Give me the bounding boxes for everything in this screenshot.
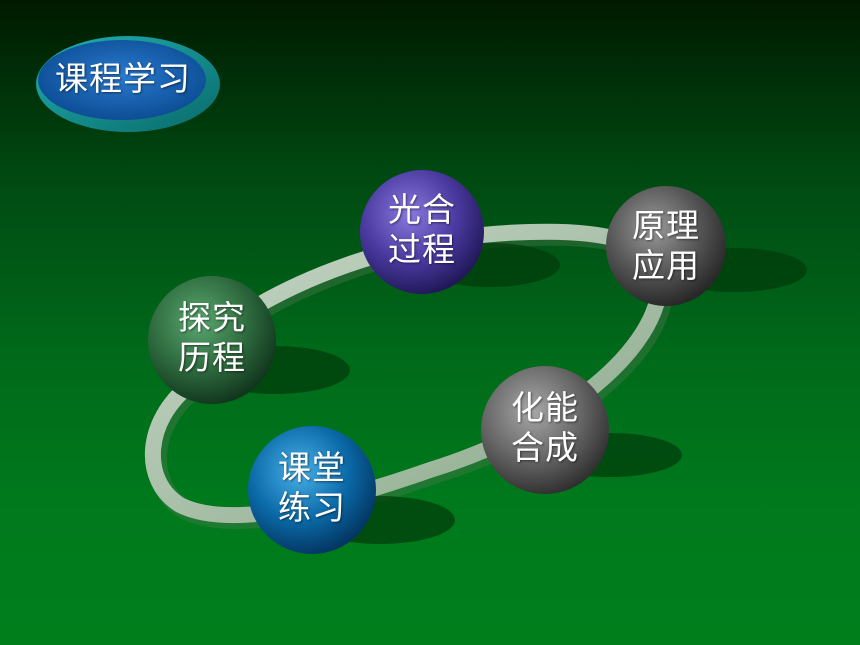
node-label-line: 光合 [388,190,456,229]
node-label-yuanli: 原理 应用 [611,206,721,286]
node-label-line: 练习 [278,488,346,527]
node-label-line: 历程 [178,338,246,377]
node-label-line: 化能 [511,388,579,427]
node-label-line: 原理 [632,206,700,245]
node-label-tanjiu: 探究 历程 [157,298,267,378]
node-tanjiu [148,276,276,404]
node-label-line: 过程 [388,230,456,269]
node-label-line: 应用 [632,246,700,285]
node-label-line: 合成 [511,428,579,467]
node-label-guanghe: 光合 过程 [367,190,477,270]
node-label-line: 探究 [178,298,246,337]
node-guanghe [360,170,484,294]
node-ketang [248,426,376,554]
node-yuanli [606,186,726,306]
node-label-line: 课堂 [278,448,346,487]
node-label-ketang: 课堂 练习 [257,448,367,528]
title-badge-label: 课程学习 [55,59,191,98]
node-huaneng [481,366,609,494]
node-label-huaneng: 化能 合成 [490,388,600,468]
title-badge [36,36,220,132]
